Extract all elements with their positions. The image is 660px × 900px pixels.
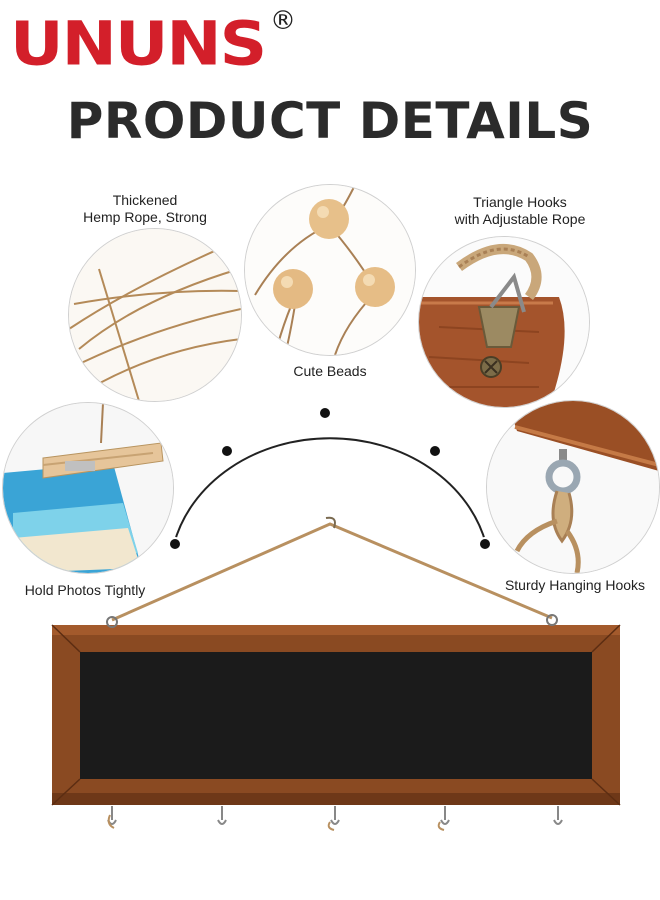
caption-hemp-rope-line2: Hemp Rope, Strong xyxy=(83,209,207,225)
registered-mark: ® xyxy=(270,6,296,36)
caption-hanging-hooks: Sturdy Hanging Hooks xyxy=(504,577,646,593)
screw-eye-hook-closeup xyxy=(486,400,660,574)
caption-triangle-hooks: Triangle Hooks with Adjustable Rope xyxy=(435,194,605,228)
arc-dot-left xyxy=(220,444,234,458)
arc-dot-bottom-left xyxy=(168,537,182,551)
wooden-beads-closeup xyxy=(244,184,416,356)
caption-cute-beads: Cute Beads xyxy=(293,363,367,379)
hanging-rope xyxy=(111,522,553,622)
brand-logo: UNUNS xyxy=(10,8,267,80)
page-title: PRODUCT DETAILS xyxy=(66,92,594,150)
clothespin-photo-closeup xyxy=(2,402,174,574)
chalkboard-surface xyxy=(80,652,592,779)
caption-hemp-rope-line1: Thickened xyxy=(112,192,178,208)
arc-connector xyxy=(168,406,492,551)
triangle-hook-closeup xyxy=(418,236,590,408)
bottom-hooks xyxy=(107,806,563,831)
hanging-chalkboard xyxy=(51,516,621,831)
hemp-rope-closeup xyxy=(68,228,242,402)
caption-triangle-hooks-line1: Triangle Hooks xyxy=(473,194,567,210)
arc-dot-top xyxy=(318,406,332,420)
caption-triangle-hooks-line2: with Adjustable Rope xyxy=(454,211,586,227)
caption-hold-photos: Hold Photos Tightly xyxy=(24,582,146,598)
arc-dot-bottom-right xyxy=(478,537,492,551)
caption-hemp-rope: Thickened Hemp Rope, Strong xyxy=(70,192,220,226)
arc-dot-right xyxy=(428,444,442,458)
